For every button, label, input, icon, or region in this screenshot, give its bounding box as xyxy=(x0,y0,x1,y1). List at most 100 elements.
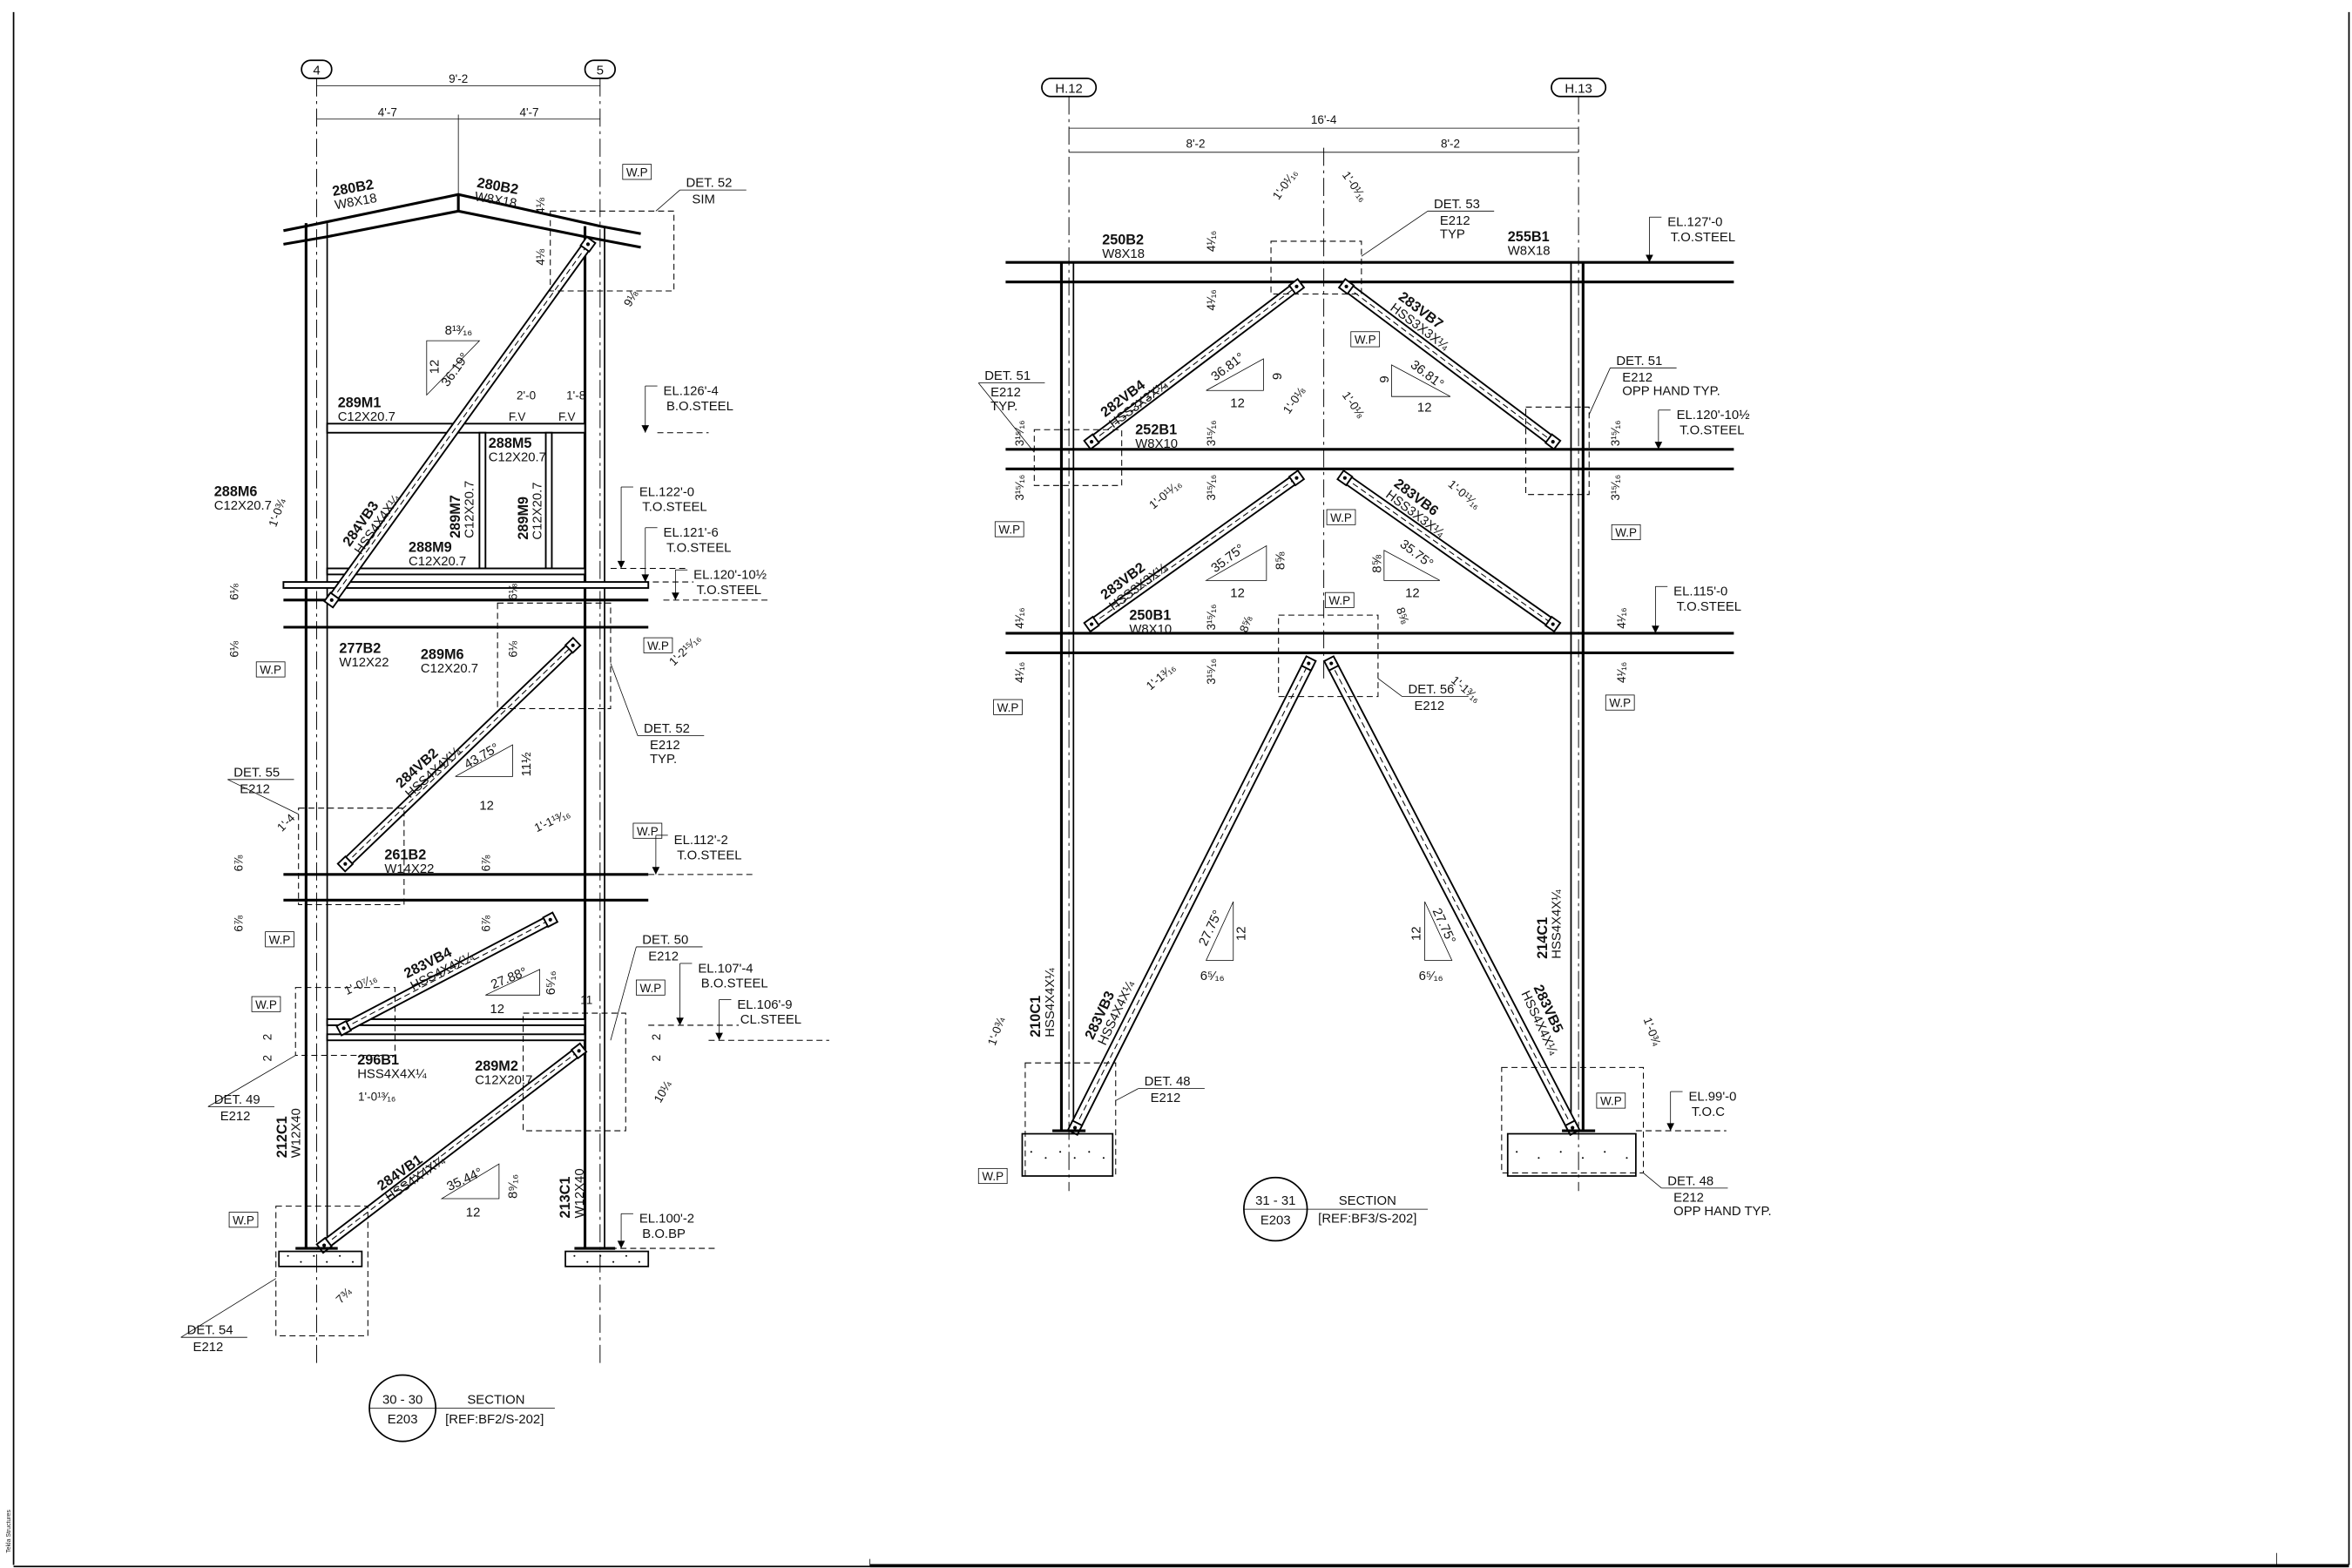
member-profile: C12X20.7 xyxy=(338,410,395,424)
bolt-icon xyxy=(1551,440,1555,444)
work-point-box xyxy=(643,637,673,653)
grid-label: 5 xyxy=(597,64,604,78)
member-mark: 277B2 xyxy=(339,640,381,656)
dimension-text: 2 xyxy=(650,1055,663,1062)
bolt-icon xyxy=(1090,440,1094,444)
member-profile: C12X20.7 xyxy=(489,451,546,465)
brace-centerline xyxy=(1330,663,1573,1128)
work-point-box xyxy=(993,699,1023,715)
detail-leader xyxy=(1588,368,1611,416)
dimension-text: 16'-4 xyxy=(1311,113,1337,126)
concrete-hatch xyxy=(1625,1157,1628,1159)
dimension-text: 6⅞ xyxy=(233,915,246,932)
dimension-text: 4¹⁄₁₆ xyxy=(1013,662,1026,683)
detail-boundary xyxy=(523,1012,626,1132)
member-profile: W12X22 xyxy=(339,656,389,670)
member-profile: W12X40 xyxy=(289,1108,303,1158)
bolt-icon xyxy=(577,1049,581,1053)
elevation-arrow-icon xyxy=(715,1032,723,1041)
dimension-text: 1'-0⅛ xyxy=(1281,384,1308,416)
dimension-text: 1'-0⁷⁄₁₆ xyxy=(342,971,379,997)
grid-label: H.12 xyxy=(1055,82,1082,96)
detail-callout: DET. 55 xyxy=(233,766,280,780)
slope-triangle xyxy=(1206,358,1264,391)
dimension-text: 2 xyxy=(650,1034,663,1041)
sheet-border xyxy=(12,11,2350,1568)
member-mark: 255B1 xyxy=(1508,229,1550,245)
detail-sheet: E212 xyxy=(1440,214,1470,228)
elevation-value: EL.122'-0 xyxy=(639,485,694,499)
detail-sheet: SIM xyxy=(692,193,714,207)
elevation-arrow-icon xyxy=(617,560,625,569)
member-profile: C12X20.7 xyxy=(214,499,272,513)
slope-angle: 27.75° xyxy=(1429,906,1458,946)
dimension-text: 2 xyxy=(261,1034,274,1041)
detail-note: TYP xyxy=(1440,227,1465,241)
detail-sheet: E212 xyxy=(220,1110,251,1124)
elevation-reference: B.O.STEEL xyxy=(701,977,768,991)
work-point-box xyxy=(265,931,294,948)
dimension-text: 6⅛ xyxy=(227,583,240,600)
concrete-footing xyxy=(1021,1132,1114,1177)
slope-triangle xyxy=(1383,550,1441,581)
work-point-box xyxy=(255,661,286,678)
work-point-label: W.P xyxy=(1609,697,1631,710)
dimension-text: 6⅛ xyxy=(507,583,520,600)
work-point-label: W.P xyxy=(982,1170,1004,1183)
dimension-text: 6⅞ xyxy=(480,915,493,932)
slope-rise: 8⅝ xyxy=(1370,554,1384,572)
member-mark: 289M6 xyxy=(421,646,464,662)
dimension-text: F.V xyxy=(558,410,576,423)
member-mark: 296B1 xyxy=(357,1052,399,1068)
detail-callout: DET. 53 xyxy=(1434,198,1480,212)
concrete-hatch xyxy=(300,1260,302,1263)
dimension-text: 8'-2 xyxy=(1186,138,1205,151)
member-profile: W14X22 xyxy=(384,862,434,876)
section-reference: [REF:BF2/S-202] xyxy=(445,1413,544,1427)
slope-rise: 9 xyxy=(1378,375,1392,382)
slope-angle: 36.19° xyxy=(439,351,472,390)
detail-note: TYP. xyxy=(990,400,1017,414)
concrete-hatch xyxy=(313,1254,315,1257)
brace-centerline xyxy=(1074,663,1309,1128)
slope-run: 6⁵⁄₁₆ xyxy=(1419,970,1443,983)
slope-angle: 36.81° xyxy=(1209,350,1247,384)
elevation-arrow-icon xyxy=(1654,442,1663,449)
dimension-text: 3¹⁵⁄₁₆ xyxy=(1013,475,1026,501)
detail-boundary xyxy=(1033,429,1123,486)
work-point-tag: W.P xyxy=(1350,331,1381,348)
dimension-text: 8⅝ xyxy=(1394,605,1412,625)
dimension-text: 1'-4 xyxy=(274,811,298,835)
member-profile: W8X10 xyxy=(1135,437,1178,451)
slope-rise: 6⁵⁄₁₆ xyxy=(544,970,558,995)
member-profile: W12X40 xyxy=(573,1168,587,1218)
work-point-box xyxy=(622,164,652,180)
detail-leader xyxy=(180,1278,276,1338)
slope-triangle xyxy=(485,969,541,996)
concrete-hatch xyxy=(1604,1151,1606,1153)
elevation-reference: B.O.BP xyxy=(642,1227,686,1241)
work-point-tag: W.P xyxy=(1605,694,1635,711)
detail-callout: DET. 51 xyxy=(1616,355,1662,368)
detail-sheet: E212 xyxy=(990,386,1021,400)
elevation-reference: T.O.STEEL xyxy=(1671,231,1735,245)
slope-triangle xyxy=(1391,364,1451,397)
bolt-icon xyxy=(1571,1125,1575,1130)
member-mark: 289M2 xyxy=(475,1058,518,1074)
post-288m5 xyxy=(478,431,487,570)
bolt-icon xyxy=(1072,1125,1078,1130)
section-sheet: E203 xyxy=(388,1413,418,1427)
dimension-text: 6⅛ xyxy=(227,640,240,658)
dimension-text: F.V xyxy=(509,410,526,423)
elevation-arrow-icon xyxy=(641,425,650,433)
elevation-arrow-icon xyxy=(1646,254,1653,263)
bolt-icon xyxy=(1294,476,1299,480)
elevation-value: EL.100'-2 xyxy=(639,1213,694,1227)
slope-run: 12 xyxy=(1230,586,1245,600)
detail-sheet: E212 xyxy=(240,782,270,796)
work-point-box xyxy=(1324,591,1355,608)
detail-sheet: E212 xyxy=(193,1341,224,1355)
concrete-hatch xyxy=(599,1254,602,1257)
dimension-text: 3¹⁵⁄₁₆ xyxy=(1205,475,1218,501)
dimension-text: 10¼ xyxy=(652,1078,674,1105)
